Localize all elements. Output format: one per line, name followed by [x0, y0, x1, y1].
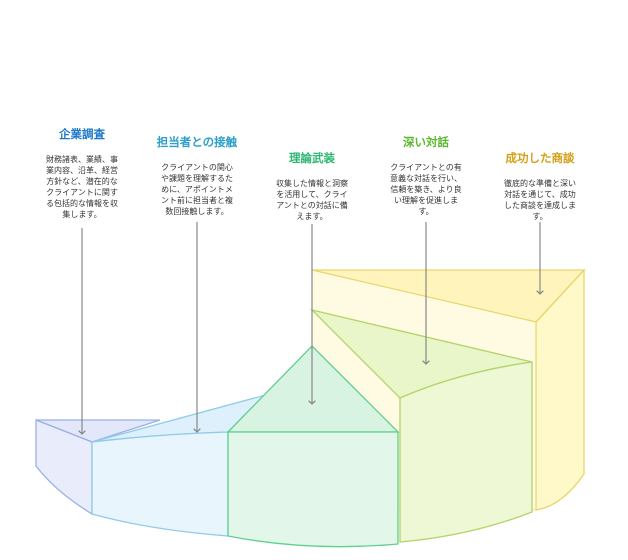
step-5-label: 成功した商談 徹底的な準備と深い 対話を通じて、成功 した商談を達成しま す。: [480, 150, 600, 222]
step-3-description: 収集した情報と洞察 を活用して、クライ アントとの対話に備 えます。: [276, 179, 348, 221]
step-1-description: 財務諸表、業績、事 業内容、沿革、経営 方針など、潜在的な クライアントに関す …: [46, 155, 118, 219]
stage-4-slice: [309, 308, 533, 543]
step-5-description: 徹底的な準備と深い 対話を通じて、成功 した商談を達成しま す。: [504, 179, 576, 221]
step-4-label: 深い対話 クライアントとの有 意義な対話を行い、 信頼を築き、より良 い理解を促…: [366, 134, 486, 217]
step-3-label: 理論武装 収集した情報と洞察 を活用して、クライ アントとの対話に備 えます。: [252, 150, 372, 222]
step-2-title: 担当者との接触: [156, 135, 238, 149]
step-1-title: 企業調査: [59, 127, 105, 141]
step-5-title: 成功した商談: [505, 151, 575, 165]
step-1-label: 企業調査 財務諸表、業績、事 業内容、沿革、経営 方針など、潜在的な クライアン…: [22, 126, 142, 220]
step-4-description: クライアントとの有 意義な対話を行い、 信頼を築き、より良 い理解を促進しま す…: [390, 163, 462, 216]
step-4-title: 深い対話: [403, 135, 449, 149]
stage-3-slice: [226, 345, 400, 548]
step-2-label: 担当者との接触 クライアントの関心 や課題を理解するた めに、アポイントメ ント…: [137, 134, 257, 217]
step-2-description: クライアントの関心 や課題を理解するた めに、アポイントメ ント前に担当者と複 …: [161, 163, 233, 216]
step-3-title: 理論武装: [289, 151, 335, 165]
stage-1-slice: [35, 419, 161, 516]
